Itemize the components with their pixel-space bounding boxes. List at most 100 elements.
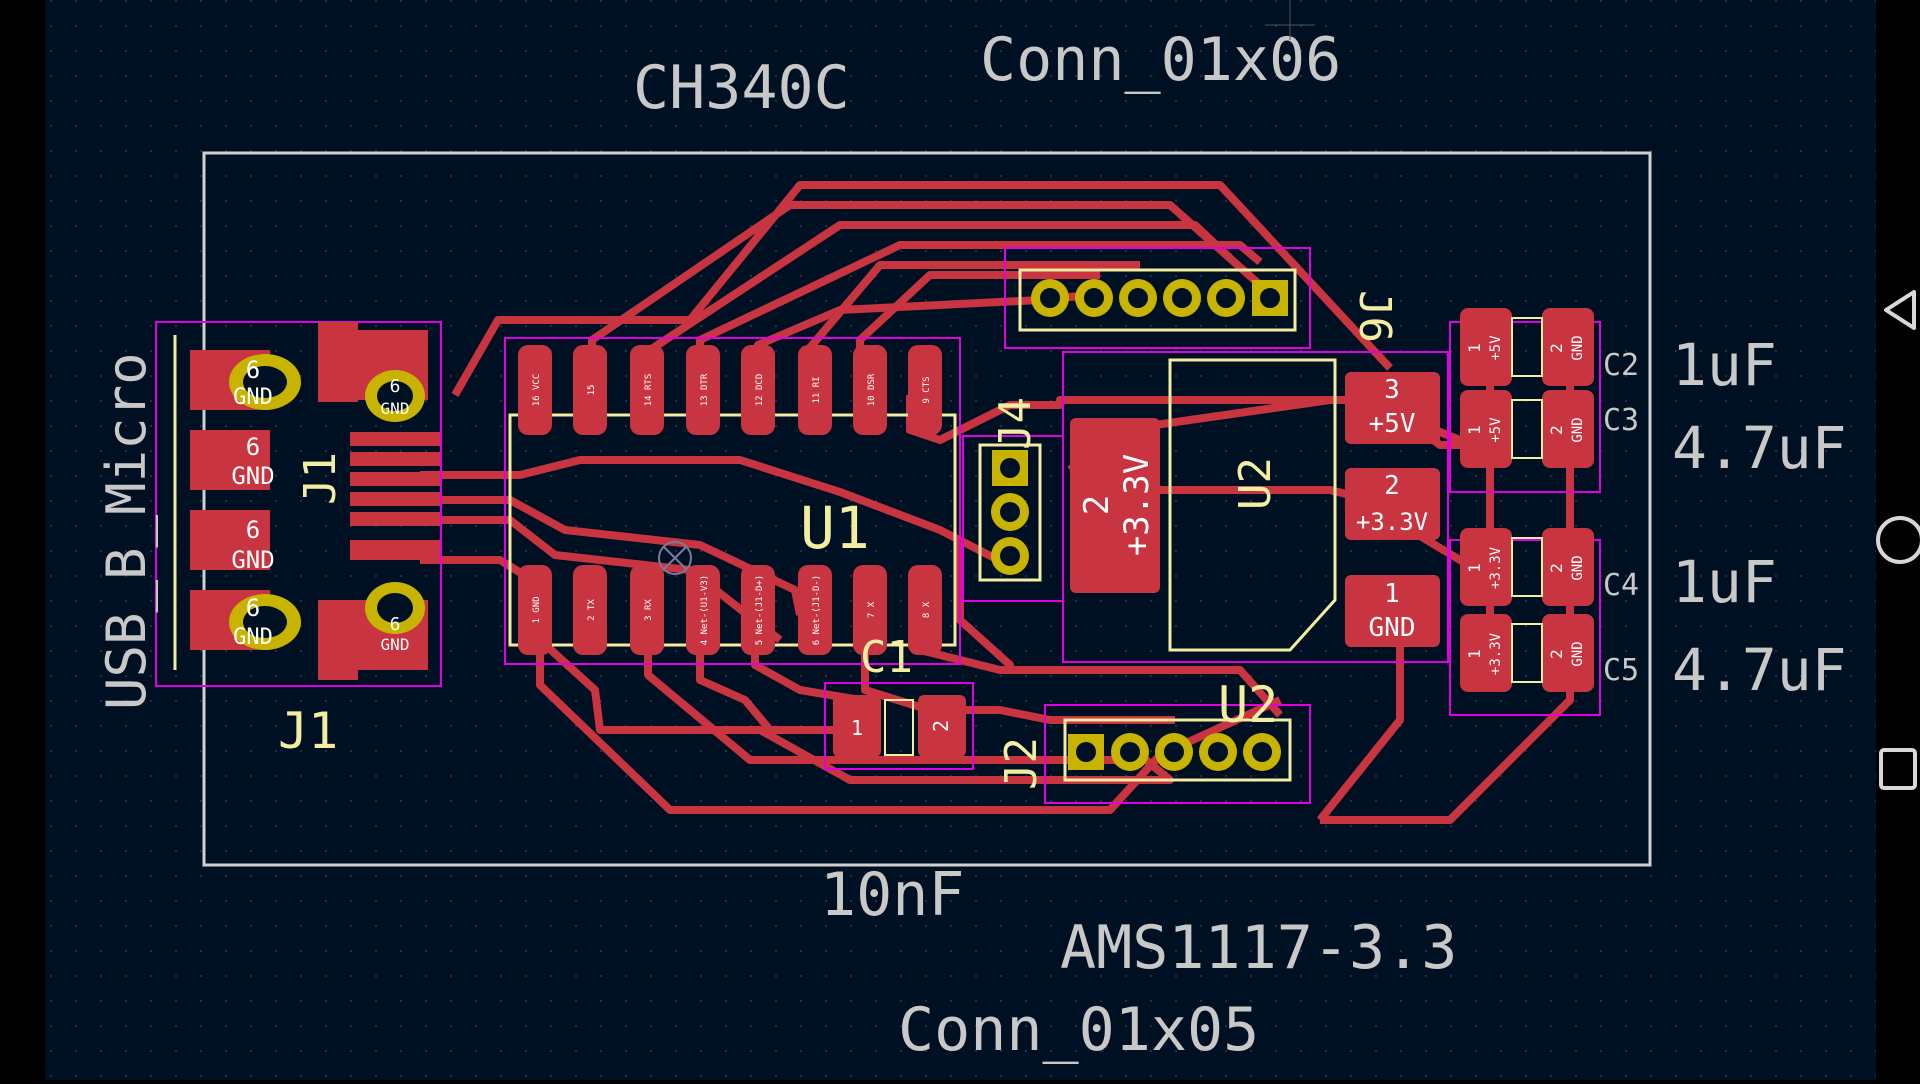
silk-cap — [1511, 537, 1543, 597]
pad-u1-bottom-5[interactable] — [741, 565, 775, 655]
j2-drill — [1164, 742, 1184, 762]
j2-drill — [1252, 742, 1272, 762]
pad-cap-1[interactable] — [1460, 528, 1512, 606]
pad-j1-tab-a[interactable] — [318, 322, 358, 402]
pad-u1-top-1[interactable] — [518, 345, 552, 435]
ref-designators: U1 J1 J1 J4 J2 C1 U2 J6 — [278, 290, 1400, 790]
ref-c3: C3 — [1603, 403, 1639, 438]
pad-label: 2 TX — [587, 599, 597, 621]
pad-c1-1[interactable] — [833, 695, 881, 757]
pad-net: +3.3V — [1488, 546, 1504, 589]
home-icon[interactable] — [1876, 516, 1920, 564]
pad-cap-2[interactable] — [1542, 308, 1594, 386]
pad-j1-1[interactable] — [350, 432, 440, 446]
pad-number: 1 — [1465, 425, 1484, 435]
pad-u1-top-8[interactable] — [908, 345, 942, 435]
silk-cap — [1511, 399, 1543, 459]
pad-u1-top-5[interactable] — [741, 345, 775, 435]
pad-j1-4[interactable] — [350, 492, 440, 506]
pad-j1-tab-c[interactable] — [318, 600, 358, 680]
pad-j1-hole-c-drill — [377, 381, 413, 411]
pad-cap-1[interactable] — [1460, 390, 1512, 468]
back-icon[interactable] — [1884, 290, 1916, 330]
pad-net: GND — [233, 625, 273, 650]
pad-cap-2[interactable] — [1542, 528, 1594, 606]
ref-j2: J2 — [996, 737, 1047, 790]
c1-footprint: 1 2 — [833, 695, 966, 757]
pad-cap-1[interactable] — [1460, 308, 1512, 386]
value-conn5: Conn_01x05 — [898, 995, 1259, 1065]
ref-c4: C4 — [1603, 568, 1639, 603]
value-c3: 4.7uF — [1672, 414, 1847, 482]
value-conn6: Conn_01x06 — [980, 25, 1341, 95]
recents-icon[interactable] — [1879, 748, 1917, 790]
pad-u1-bottom-2[interactable] — [573, 565, 607, 655]
pad-c1-2[interactable] — [918, 695, 966, 757]
pad-net: +3.3V — [1117, 454, 1157, 556]
pad-number: 2 — [1547, 563, 1566, 573]
pad-label: 7 X — [867, 601, 877, 618]
pad-u1-top-7[interactable] — [853, 345, 887, 435]
pad-label: 13 DTR — [700, 373, 710, 406]
pad-j1-hole-d-drill — [377, 593, 413, 623]
courtyard-c1 — [824, 682, 974, 770]
ref-c2: C2 — [1603, 348, 1639, 383]
fiducial-marker — [658, 541, 692, 575]
pad-u2-tab[interactable] — [1070, 418, 1160, 593]
pad-number: 6 — [246, 594, 260, 622]
pad-j1-3[interactable] — [350, 472, 440, 486]
pad-u1-top-2[interactable] — [573, 345, 607, 435]
courtyard-c4-c5 — [1449, 539, 1601, 716]
courtyard-j1 — [155, 321, 442, 687]
pad-cap-2[interactable] — [1542, 614, 1594, 692]
pad-u2-1[interactable] — [1345, 575, 1440, 647]
pad-u1-top-4[interactable] — [686, 345, 720, 435]
pad-net: GND — [233, 385, 273, 410]
cap-refs: C2 C3 C4 C5 — [1603, 348, 1639, 688]
pad-u2-2[interactable] — [1345, 468, 1440, 540]
courtyard-u1 — [504, 337, 961, 665]
pad-number: 2 — [1384, 471, 1400, 501]
trace — [696, 640, 845, 734]
j6-pins — [1031, 279, 1288, 317]
pad-label: 12 DCD — [755, 374, 765, 407]
pad-u1-bottom-7[interactable] — [853, 565, 887, 655]
pad-u2-3[interactable] — [1345, 372, 1440, 444]
pad-u1-top-6[interactable] — [798, 345, 832, 435]
pad-j1-6c[interactable] — [190, 510, 270, 570]
pad-u1-top-3[interactable] — [630, 345, 664, 435]
value-usb: USB_B_Micro — [95, 352, 158, 710]
pad-j1-gnd[interactable] — [350, 540, 440, 560]
pad-number: 3 — [1384, 375, 1400, 405]
pad-j1-2[interactable] — [350, 452, 440, 466]
pad-net: GND — [381, 635, 410, 654]
pad-u1-bottom-4[interactable] — [686, 565, 720, 655]
fiducial-cross — [662, 545, 688, 571]
j6-drill — [1260, 288, 1280, 308]
pad-j1-6b[interactable] — [190, 430, 270, 490]
pad-u1-bottom-1[interactable] — [518, 565, 552, 655]
j2-drill — [1208, 742, 1228, 762]
j6-drill — [1084, 288, 1104, 308]
pad-j1-5[interactable] — [350, 512, 440, 526]
pad-label: 11 RI — [812, 376, 822, 403]
silkscreen — [173, 268, 1337, 782]
value-labels: CH340C Conn_01x06 USB_B_Micro 10nF AMS11… — [95, 25, 1847, 1065]
pad-cap-1[interactable] — [1460, 614, 1512, 692]
j6-drill — [1040, 288, 1060, 308]
ref-c5: C5 — [1603, 653, 1639, 688]
left-edge — [0, 0, 45, 1080]
pad-net: +5V — [1488, 335, 1504, 361]
pad-u1-bottom-6[interactable] — [798, 565, 832, 655]
pad-label: 6 Net-(J1-D-) — [812, 575, 822, 645]
u2-pads — [1070, 372, 1440, 647]
pad-cap-2[interactable] — [1542, 390, 1594, 468]
silk-cap — [1511, 317, 1543, 377]
j2-drill — [1076, 742, 1096, 762]
pad-u1-bottom-3[interactable] — [630, 565, 664, 655]
j6-drill — [1128, 288, 1148, 308]
pad-u1-bottom-8[interactable] — [908, 565, 942, 655]
j1-footprint — [190, 322, 440, 680]
